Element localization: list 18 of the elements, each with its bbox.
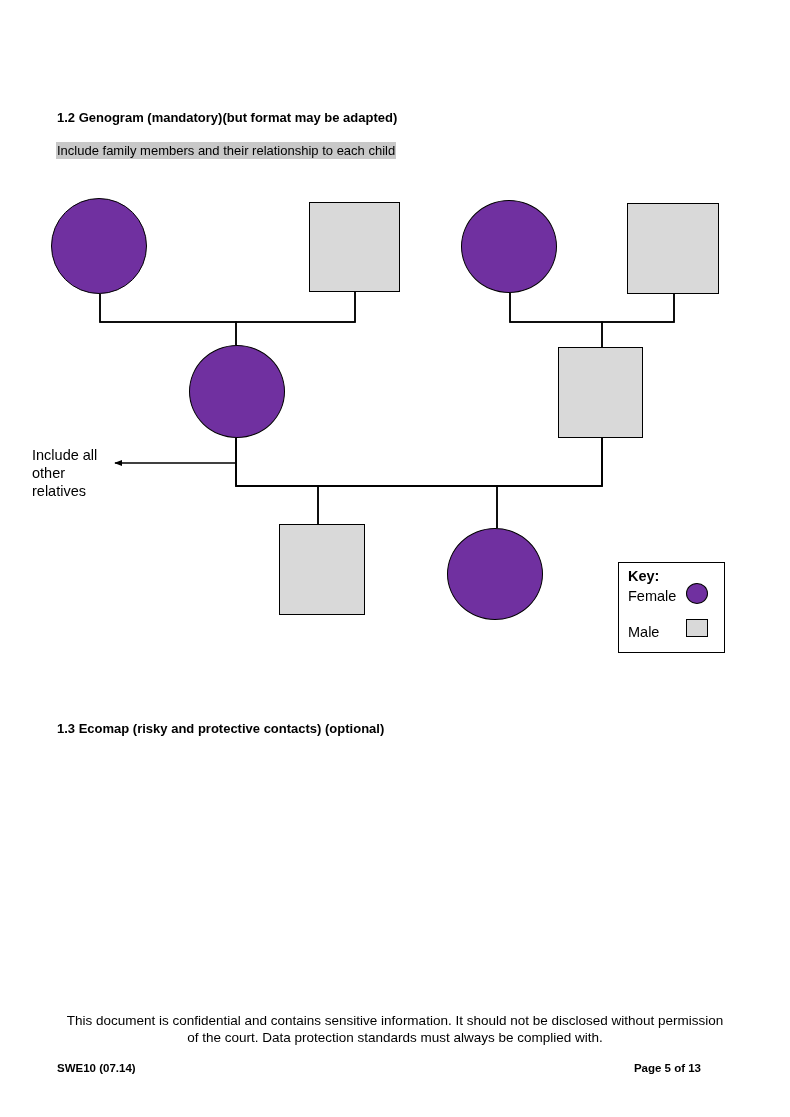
arrow	[114, 459, 237, 467]
page-number: Page 5 of 13	[633, 1062, 701, 1074]
form-code: SWE10 (07.14)	[57, 1062, 136, 1074]
legend-text: Male	[628, 624, 660, 640]
footer-note: This document is confidential and contains sensitive information. It should not be disclosed without permission of the court. Data protection standards must always be complied with.	[65, 1012, 725, 1046]
male-square	[309, 202, 400, 292]
male-square	[558, 347, 643, 438]
male-square	[279, 524, 365, 615]
section-heading: 1.2 Genogram (mandatory)(but format may be adapted)	[57, 110, 398, 125]
connector-line	[601, 293, 675, 348]
highlighted-instruction: Include family members and their relationship to each child	[56, 142, 397, 159]
legend-text: Female	[628, 588, 677, 604]
section-heading: 1.3 Ecomap (risky and protective contacts) (optional)	[57, 721, 385, 736]
male-square	[627, 203, 719, 294]
note-text: Include all other relatives	[32, 446, 99, 500]
key-title: Key:	[628, 568, 660, 584]
connector-line	[496, 437, 603, 529]
connector-line	[235, 291, 356, 346]
